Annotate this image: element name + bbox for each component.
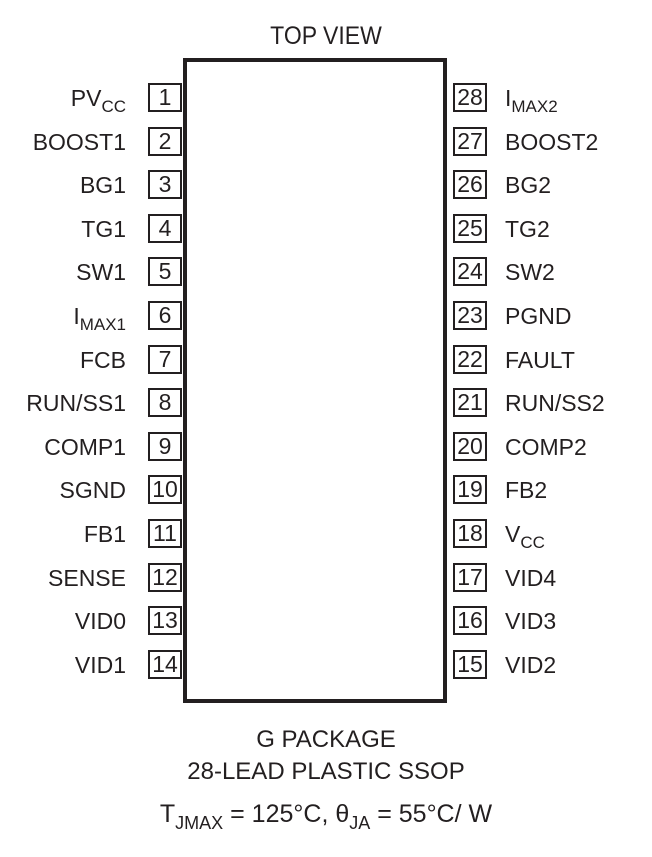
left-pin-1-number: 1 bbox=[148, 83, 182, 112]
right-pin-26-name: BG2 bbox=[505, 172, 552, 198]
right-pin-25-number: 25 bbox=[453, 214, 487, 243]
right-pin-18-subscript: CC bbox=[520, 533, 545, 552]
left-pin-5-name: SW1 bbox=[76, 259, 126, 285]
right-pin-17-number: 17 bbox=[453, 563, 487, 592]
right-pin-27-number: 27 bbox=[453, 127, 487, 156]
right-pin-22-label: FAULT bbox=[505, 346, 575, 375]
left-pin-9-number: 9 bbox=[148, 432, 182, 461]
right-pin-21-label: RUN/SS2 bbox=[505, 389, 605, 418]
right-pin-15-label: VID2 bbox=[505, 651, 556, 680]
right-pin-18-number: 18 bbox=[453, 519, 487, 548]
left-pin-6-label: IMAX1 bbox=[73, 302, 126, 334]
right-pin-23-label: PGND bbox=[505, 302, 571, 331]
top-view-title: TOP VIEW bbox=[270, 22, 382, 50]
right-pin-28-label: IMAX2 bbox=[505, 84, 558, 116]
left-pin-11-name: FB1 bbox=[83, 521, 126, 547]
left-pin-11-label: FB1 bbox=[84, 520, 126, 549]
left-pin-7-name: FCB bbox=[80, 347, 126, 373]
left-pin-5-number: 5 bbox=[148, 257, 182, 286]
right-pin-15-number: 15 bbox=[453, 650, 487, 679]
left-pin-1-subscript: CC bbox=[101, 97, 126, 116]
left-pin-3-name: BG1 bbox=[79, 172, 126, 198]
theta-symbol: θ bbox=[335, 800, 350, 828]
left-pin-14-label: VID1 bbox=[75, 651, 126, 680]
right-pin-26-number: 26 bbox=[453, 170, 487, 199]
left-pin-8-name: RUN/SS1 bbox=[26, 390, 126, 416]
right-pin-27-name: BOOST2 bbox=[505, 129, 599, 155]
tjmax-subscript: JMAX bbox=[175, 813, 224, 833]
left-pin-3-label: BG1 bbox=[80, 171, 126, 200]
left-pin-9-label: COMP1 bbox=[44, 433, 126, 462]
ic-package-body bbox=[183, 58, 447, 703]
right-pin-26-label: BG2 bbox=[505, 171, 551, 200]
tjmax-symbol: T bbox=[159, 800, 176, 828]
left-pin-1-name: PV bbox=[70, 85, 102, 111]
right-pin-17-label: VID4 bbox=[505, 564, 556, 593]
right-pin-20-number: 20 bbox=[453, 432, 487, 461]
left-pin-9-name: COMP1 bbox=[44, 434, 126, 460]
right-pin-22-name: FAULT bbox=[505, 347, 575, 373]
left-pin-7-label: FCB bbox=[80, 346, 126, 375]
left-pin-13-name: VID0 bbox=[74, 608, 126, 634]
left-pin-6-subscript: MAX1 bbox=[79, 315, 126, 334]
left-pin-10-number: 10 bbox=[148, 475, 182, 504]
left-pin-12-number: 12 bbox=[148, 563, 182, 592]
right-pin-16-number: 16 bbox=[453, 606, 487, 635]
left-pin-13-label: VID0 bbox=[75, 607, 126, 636]
right-pin-19-label: FB2 bbox=[505, 476, 547, 505]
left-pin-2-name: BOOST1 bbox=[32, 129, 126, 155]
right-pin-21-name: RUN/SS2 bbox=[505, 390, 605, 416]
theta-subscript: JA bbox=[349, 813, 371, 833]
left-pin-10-name: SGND bbox=[59, 477, 126, 503]
right-pin-23-name: PGND bbox=[505, 303, 572, 329]
right-pin-27-label: BOOST2 bbox=[505, 128, 598, 157]
right-pin-25-label: TG2 bbox=[505, 215, 550, 244]
left-pin-6-name: I bbox=[73, 303, 80, 329]
left-pin-12-name: SENSE bbox=[48, 565, 126, 591]
theta-value: = 55°C/ W bbox=[370, 800, 493, 828]
right-pin-21-number: 21 bbox=[453, 388, 487, 417]
left-pin-14-name: VID1 bbox=[74, 652, 126, 678]
right-pin-28-name: I bbox=[505, 85, 512, 111]
left-pin-5-label: SW1 bbox=[76, 258, 126, 287]
left-pin-4-name: TG1 bbox=[81, 216, 126, 242]
package-type: G PACKAGE bbox=[256, 726, 396, 753]
right-pin-24-label: SW2 bbox=[505, 258, 555, 287]
left-pin-11-number: 11 bbox=[148, 519, 182, 548]
left-pin-8-label: RUN/SS1 bbox=[26, 389, 126, 418]
left-pin-4-label: TG1 bbox=[81, 215, 126, 244]
right-pin-18-label: VCC bbox=[505, 520, 545, 552]
package-description: 28-LEAD PLASTIC SSOP bbox=[187, 758, 465, 785]
right-pin-16-name: VID3 bbox=[505, 608, 557, 634]
left-pin-7-number: 7 bbox=[148, 345, 182, 374]
right-pin-20-label: COMP2 bbox=[505, 433, 587, 462]
right-pin-20-name: COMP2 bbox=[505, 434, 587, 460]
right-pin-24-name: SW2 bbox=[505, 259, 555, 285]
right-pin-24-number: 24 bbox=[453, 257, 487, 286]
right-pin-15-name: VID2 bbox=[505, 652, 557, 678]
left-pin-6-number: 6 bbox=[148, 301, 182, 330]
right-pin-23-number: 23 bbox=[453, 301, 487, 330]
left-pin-2-number: 2 bbox=[148, 127, 182, 156]
left-pin-3-number: 3 bbox=[148, 170, 182, 199]
thermal-spec: TJMAX = 125°C, θJA = 55°C/ W bbox=[0, 800, 652, 832]
right-pin-25-name: TG2 bbox=[505, 216, 550, 242]
left-pin-8-number: 8 bbox=[148, 388, 182, 417]
left-pin-13-number: 13 bbox=[148, 606, 182, 635]
left-pin-12-label: SENSE bbox=[48, 564, 126, 593]
right-pin-28-number: 28 bbox=[453, 83, 487, 112]
right-pin-17-name: VID4 bbox=[505, 565, 557, 591]
tjmax-value: = 125°C, bbox=[223, 800, 336, 828]
right-pin-16-label: VID3 bbox=[505, 607, 556, 636]
left-pin-4-number: 4 bbox=[148, 214, 182, 243]
left-pin-14-number: 14 bbox=[148, 650, 182, 679]
right-pin-28-subscript: MAX2 bbox=[511, 97, 558, 116]
left-pin-1-label: PVCC bbox=[70, 84, 126, 116]
left-pin-10-label: SGND bbox=[60, 476, 126, 505]
right-pin-19-number: 19 bbox=[453, 475, 487, 504]
right-pin-22-number: 22 bbox=[453, 345, 487, 374]
right-pin-18-name: V bbox=[505, 521, 521, 547]
right-pin-19-name: FB2 bbox=[505, 477, 548, 503]
left-pin-2-label: BOOST1 bbox=[33, 128, 126, 157]
